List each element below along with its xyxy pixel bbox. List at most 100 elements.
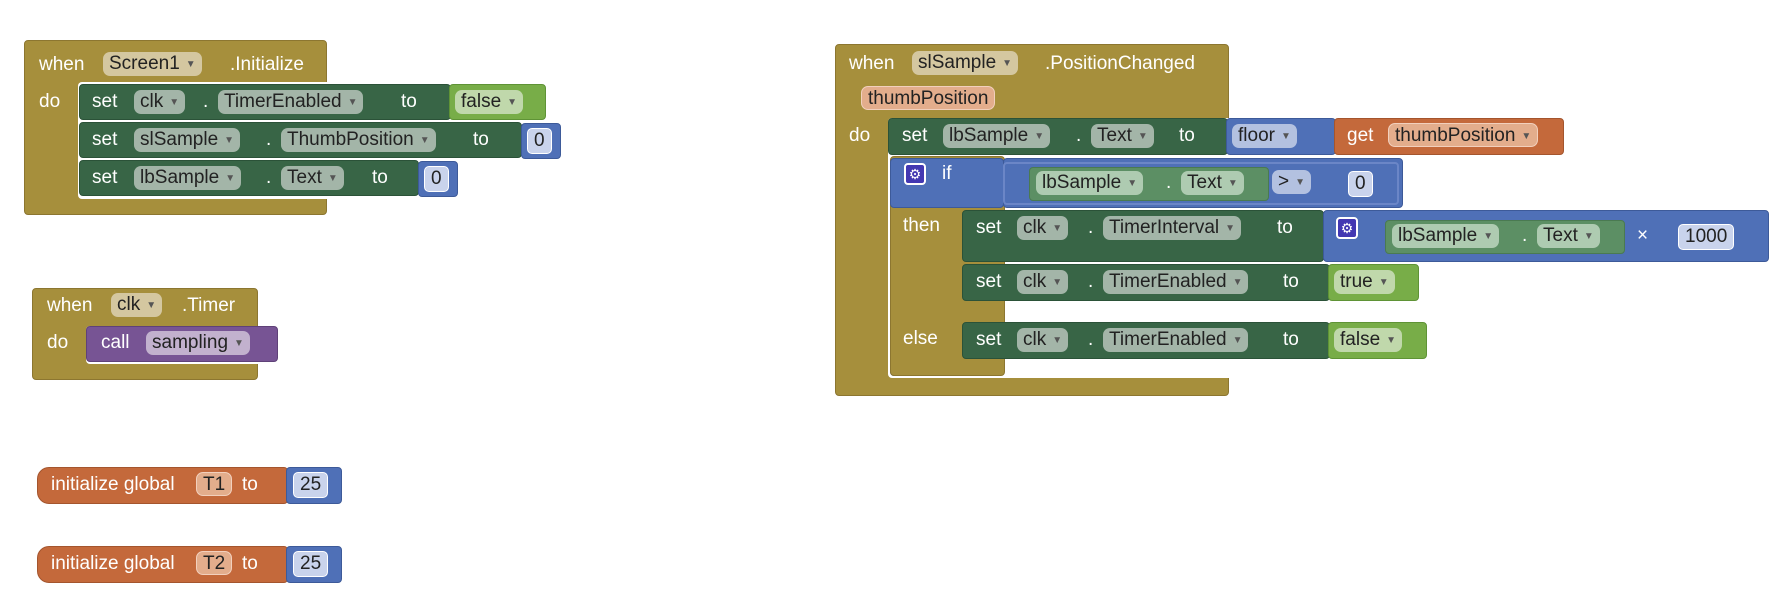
- property-dropdown[interactable]: ThumbPosition▼: [281, 128, 436, 152]
- when-keyword: when: [47, 295, 93, 316]
- to-keyword: to: [401, 91, 417, 112]
- event-name: .Timer: [182, 295, 236, 316]
- boolean-value: true: [1340, 271, 1373, 292]
- component-name: clk: [140, 91, 164, 112]
- variable-name-field[interactable]: T2: [196, 551, 233, 575]
- to-keyword: to: [1179, 125, 1195, 146]
- dot-separator: .: [1088, 271, 1094, 292]
- operator-symbol: >: [1278, 171, 1290, 192]
- component-dropdown[interactable]: lbSample ▼: [134, 166, 242, 190]
- chevron-down-icon: ▼: [1521, 131, 1532, 142]
- event-parameter[interactable]: thumbPosition: [861, 86, 996, 110]
- property-dropdown[interactable]: TimerEnabled▼: [218, 90, 364, 114]
- property-dropdown[interactable]: TimerEnabled ▼: [1103, 270, 1249, 294]
- component-name: lbSample: [949, 125, 1029, 146]
- property-dropdown[interactable]: Text▼: [1091, 124, 1154, 148]
- variable-name: thumbPosition: [1395, 125, 1516, 146]
- chevron-down-icon: ▼: [169, 97, 180, 108]
- component-name: clk: [117, 294, 141, 315]
- component-dropdown[interactable]: slSample▼: [134, 128, 241, 152]
- when-keyword: when: [39, 54, 85, 75]
- math-function-dropdown[interactable]: floor▼: [1232, 124, 1297, 148]
- set-keyword: set: [92, 91, 118, 112]
- component-name: slSample: [918, 52, 997, 73]
- gear-icon[interactable]: ⚙: [904, 163, 926, 185]
- boolean-dropdown[interactable]: false▼: [455, 90, 524, 114]
- chevron-down-icon: ▼: [224, 135, 235, 146]
- component-dropdown[interactable]: slSample ▼: [912, 51, 1019, 75]
- chevron-down-icon: ▼: [1232, 335, 1243, 346]
- component-dropdown[interactable]: lbSample▼: [943, 124, 1051, 148]
- number-field[interactable]: 0: [1348, 171, 1373, 197]
- if-keyword: if: [942, 163, 952, 184]
- init-global-keyword: initialize global: [51, 553, 175, 574]
- to-keyword: to: [372, 167, 388, 188]
- chevron-down-icon: ▼: [1127, 178, 1138, 189]
- component-name: clk: [1023, 217, 1047, 238]
- chevron-down-icon: ▼: [1378, 277, 1389, 288]
- set-keyword: set: [92, 167, 118, 188]
- set-block[interactable]: [79, 160, 419, 196]
- else-keyword: else: [903, 328, 938, 349]
- operator-dropdown[interactable]: >▼: [1272, 170, 1312, 194]
- boolean-value: false: [1340, 329, 1381, 350]
- to-keyword: to: [242, 553, 258, 574]
- number-field[interactable]: 0: [424, 166, 449, 192]
- set-block[interactable]: [888, 118, 1228, 155]
- set-keyword: set: [976, 329, 1002, 350]
- math-function-name: floor: [1238, 125, 1275, 146]
- property-dropdown[interactable]: Text▼: [1537, 224, 1600, 248]
- number-field[interactable]: 1000: [1678, 224, 1735, 250]
- component-dropdown[interactable]: clk ▼: [1017, 328, 1069, 352]
- component-name: lbSample: [140, 167, 220, 188]
- property-name: Text: [287, 167, 322, 188]
- dot-separator: .: [1522, 225, 1528, 246]
- event-name: .PositionChanged: [1045, 53, 1195, 74]
- dot-separator: .: [266, 129, 272, 150]
- get-keyword: get: [1347, 125, 1374, 146]
- procedure-name: sampling: [152, 332, 229, 353]
- number-field[interactable]: 0: [527, 128, 552, 154]
- number-field[interactable]: 25: [293, 551, 329, 577]
- chevron-down-icon: ▼: [225, 173, 236, 184]
- init-global-block: [37, 467, 288, 504]
- property-name: TimerEnabled: [1109, 271, 1227, 292]
- call-keyword: call: [101, 332, 130, 353]
- to-keyword: to: [1283, 329, 1299, 350]
- property-dropdown[interactable]: TimerInterval▼: [1103, 216, 1242, 240]
- init-global-keyword: initialize global: [51, 474, 175, 495]
- number-field[interactable]: 25: [293, 472, 329, 498]
- component-dropdown[interactable]: clk ▼: [1017, 216, 1069, 240]
- variable-name-field[interactable]: T1: [196, 472, 233, 496]
- multiply-symbol: ×: [1637, 225, 1649, 246]
- component-dropdown[interactable]: clk ▼: [134, 90, 186, 114]
- boolean-dropdown[interactable]: true ▼: [1334, 270, 1395, 294]
- component-name: clk: [1023, 329, 1047, 350]
- component-dropdown[interactable]: lbSample▼: [1036, 171, 1144, 195]
- property-dropdown[interactable]: TimerEnabled▼: [1103, 328, 1249, 352]
- variable-dropdown[interactable]: thumbPosition ▼: [1388, 123, 1539, 147]
- component-dropdown[interactable]: clk▼: [111, 293, 163, 317]
- property-dropdown[interactable]: Text▼: [281, 166, 344, 190]
- dot-separator: .: [1166, 172, 1172, 193]
- chevron-down-icon: ▼: [1052, 223, 1063, 234]
- dot-separator: .: [203, 91, 209, 112]
- component-dropdown[interactable]: clk▼: [1017, 270, 1069, 294]
- chevron-down-icon: ▼: [1232, 277, 1243, 288]
- to-keyword: to: [1277, 217, 1293, 238]
- chevron-down-icon: ▼: [1483, 231, 1494, 242]
- procedure-dropdown[interactable]: sampling▼: [146, 331, 250, 355]
- chevron-down-icon: ▼: [1137, 131, 1148, 142]
- component-dropdown[interactable]: Screen1▼: [103, 52, 202, 76]
- set-keyword: set: [92, 129, 118, 150]
- gear-icon[interactable]: ⚙: [1336, 217, 1358, 239]
- chevron-down-icon: ▼: [1002, 58, 1013, 69]
- chevron-down-icon: ▼: [185, 59, 196, 70]
- property-dropdown[interactable]: Text▼: [1181, 171, 1244, 195]
- chevron-down-icon: ▼: [1583, 231, 1594, 242]
- dot-separator: .: [266, 167, 272, 188]
- chevron-down-icon: ▼: [1052, 335, 1063, 346]
- component-dropdown[interactable]: lbSample▼: [1392, 224, 1500, 248]
- event-name: .Initialize: [230, 54, 304, 75]
- boolean-dropdown[interactable]: false▼: [1334, 328, 1403, 352]
